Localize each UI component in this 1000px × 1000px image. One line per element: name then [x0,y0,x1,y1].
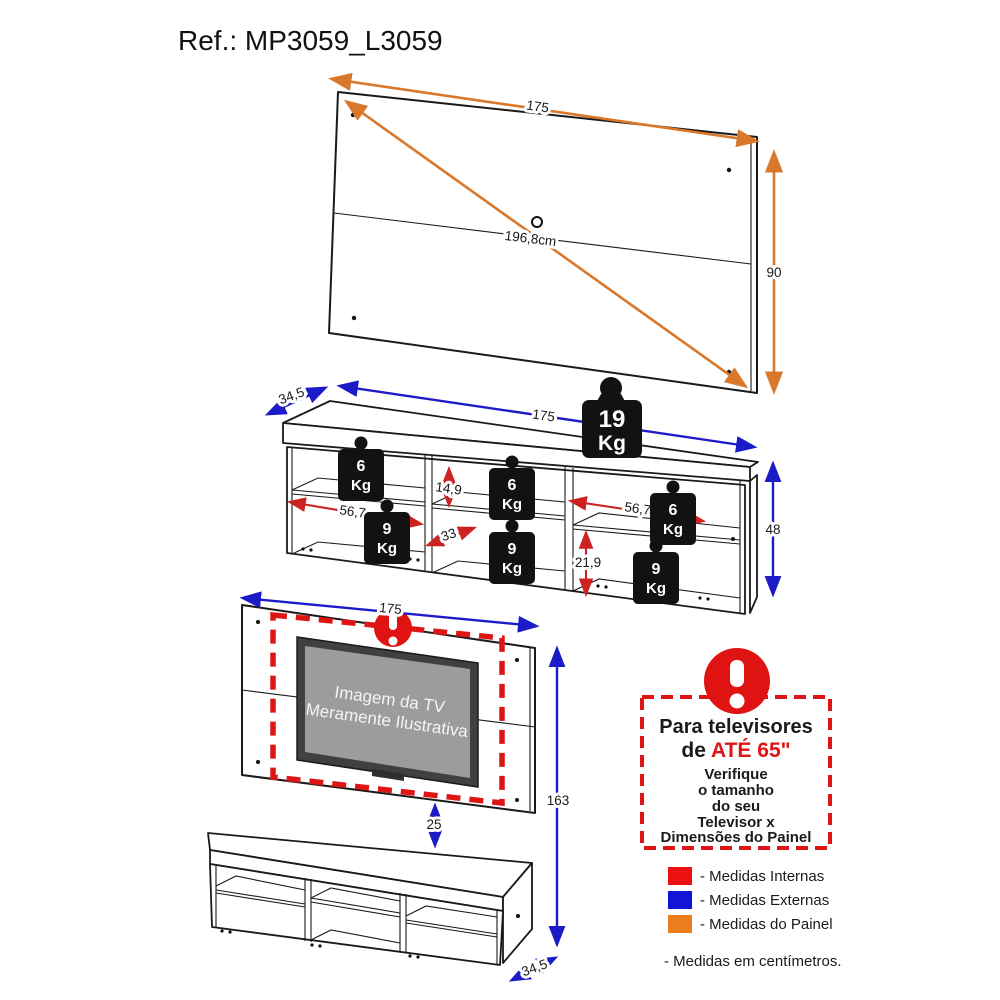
assembly-depth-dimension: 34,5 [508,953,559,982]
tv-panel-diagram: 175 196,8cm 90 [328,72,785,395]
assembly-gap-label: 25 [426,817,441,832]
weight-6kg-icon: 6 Kg [338,436,384,501]
panel-hole [515,798,519,802]
panel-diagonal-dimension: 196,8cm [343,99,749,389]
warning-body-line4: Televisor x [697,814,775,831]
warning-body-line5: Dimensões do Painel [661,829,812,846]
legend-swatch-internas [668,867,692,885]
legend-label-painel: - Medidas do Painel [700,916,833,933]
svg-text:Kg: Kg [502,496,522,513]
svg-text:Kg: Kg [598,432,626,455]
weight-6kg-icon: 6 Kg [489,455,535,520]
svg-text:9: 9 [652,561,661,578]
panel-height-label: 90 [766,265,781,280]
assembly-gap-dimension: 25 [423,802,445,849]
legend-swatch-externas [668,891,692,909]
page-title: Ref.: MP3059_L3059 [178,25,443,56]
svg-text:9: 9 [508,541,517,558]
legend-swatch-painel [668,915,692,933]
svg-text:Kg: Kg [663,521,683,538]
stand-width-label: 175 [531,407,555,425]
svg-text:Kg: Kg [502,560,522,577]
panel-height-dimension: 90 [763,149,785,395]
svg-text:Kg: Kg [351,477,371,494]
stand-right-cap [749,474,758,614]
weight-19kg-icon: 19 Kg [582,377,642,458]
stand-width-dimension: 175 [336,380,758,453]
assembly-depth-label: 34,5 [520,956,550,979]
panel-cable-hole [531,216,543,228]
svg-text:9: 9 [383,521,392,538]
legend: - Medidas Internas - Medidas Externas - … [664,867,842,970]
stand-shelf-height-bottom-dimension: 21,9 [572,529,604,598]
stand-height-label: 48 [765,522,780,537]
tv-illustration: Imagem da TV Meramente Ilustrativa [296,636,479,788]
assembly-diagram: Imagem da TV Meramente Ilustrativa 175 1… [207,591,572,982]
warning-body-line1: Verifique [704,766,767,783]
tv-stand-diagram: 34,5 175 48 56,7 14,9 33 56,7 21,9 [264,377,784,615]
warning-icon [704,648,770,714]
svg-text:6: 6 [508,477,517,494]
svg-text:Kg: Kg [377,540,397,557]
warning-box: Para televisores de ATÉ 65" Verifique o … [640,648,832,850]
svg-text:6: 6 [669,502,678,519]
panel-width-label: 175 [525,98,549,116]
panel-hole [351,315,357,321]
warning-title-line1: Para televisores [659,716,812,738]
tv-max-size-dashed-outline [270,611,505,807]
weight-9kg-icon: 9 Kg [489,519,535,584]
panel-diagonal-label: 196,8cm [504,228,557,249]
legend-note: - Medidas em centímetros. [664,953,842,970]
assembly-width-dimension: 175 [239,591,540,633]
panel-hole [350,112,356,118]
weight-9kg-icon: 9 Kg [364,499,410,564]
warning-title-line2: de ATÉ 65" [681,739,790,762]
assembly-height-dimension: 163 [544,645,572,948]
assembly-height-label: 163 [547,793,570,808]
stand-height-dimension: 48 [762,460,784,598]
svg-text:6: 6 [357,458,366,475]
legend-label-internas: - Medidas Internas [700,868,824,885]
weight-9kg-icon: 9 Kg [633,539,679,604]
panel-hole [726,167,732,173]
warning-body-line3: do seu [712,798,760,815]
panel-hole [256,620,260,624]
panel-hole [256,760,260,764]
panel-hole [515,658,519,662]
svg-text:Kg: Kg [646,580,666,597]
warning-body-line2: o tamanho [698,782,774,799]
assembly-stand [207,832,533,966]
assembly-width-label: 175 [378,600,402,617]
shelf-height-bottom-label: 21,9 [575,555,601,570]
weight-6kg-icon: 6 Kg [650,480,696,545]
svg-text:19: 19 [599,406,626,433]
legend-label-externas: - Medidas Externas [700,892,829,909]
